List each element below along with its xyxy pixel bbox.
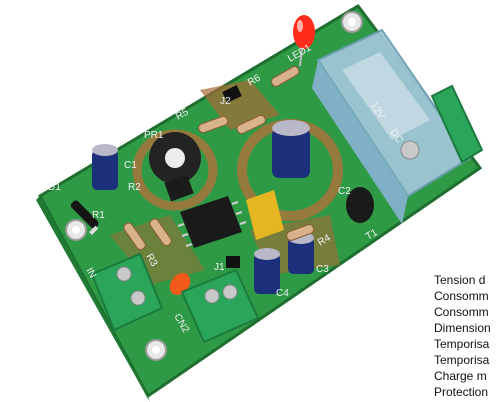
relay: 12V DC (312, 28, 472, 224)
spec-line: Protection (434, 385, 489, 399)
capacitor-c4 (254, 248, 280, 294)
spec-line: Temporisa (434, 353, 490, 367)
ic-chip (177, 196, 247, 248)
spec-line: Consomm (434, 305, 489, 319)
spec-line: Tension d (434, 273, 486, 287)
capacitor-c2 (272, 120, 310, 178)
label-c3: C3 (316, 264, 329, 275)
led (293, 15, 315, 67)
film-capacitor (246, 190, 284, 240)
label-r1: R1 (92, 210, 105, 221)
spec-line: Charge m (434, 369, 487, 383)
label-c1: C1 (124, 160, 137, 171)
ceramic-capacitor (169, 273, 191, 295)
spec-line: Dimension (434, 321, 491, 335)
transistor (346, 187, 374, 223)
label-c2: C2 (338, 186, 351, 197)
label-j2: J2 (220, 96, 231, 107)
spec-line: Consomm (434, 289, 489, 303)
label-d1: D1 (48, 182, 61, 193)
capacitor-c1 (92, 144, 118, 190)
label-in: IN (83, 266, 98, 280)
label-pr1: PR1 (144, 130, 164, 141)
jumper-j1 (226, 256, 240, 268)
jumper-j2 (222, 85, 242, 103)
label-c4: C4 (276, 288, 289, 299)
terminal-block-relay (430, 84, 484, 164)
label-t1: T1 (364, 227, 380, 243)
terminal-block-cn2 (180, 268, 260, 344)
terminal-block-in (90, 252, 164, 332)
diode (70, 200, 99, 235)
specs-list: Tension d Consomm Consomm Dimension Temp… (434, 272, 500, 402)
resistors (123, 65, 315, 251)
spec-line: Temporisa (434, 337, 490, 351)
label-r2: R2 (128, 182, 141, 193)
potentiometer (149, 132, 201, 202)
label-j1: J1 (214, 262, 225, 273)
